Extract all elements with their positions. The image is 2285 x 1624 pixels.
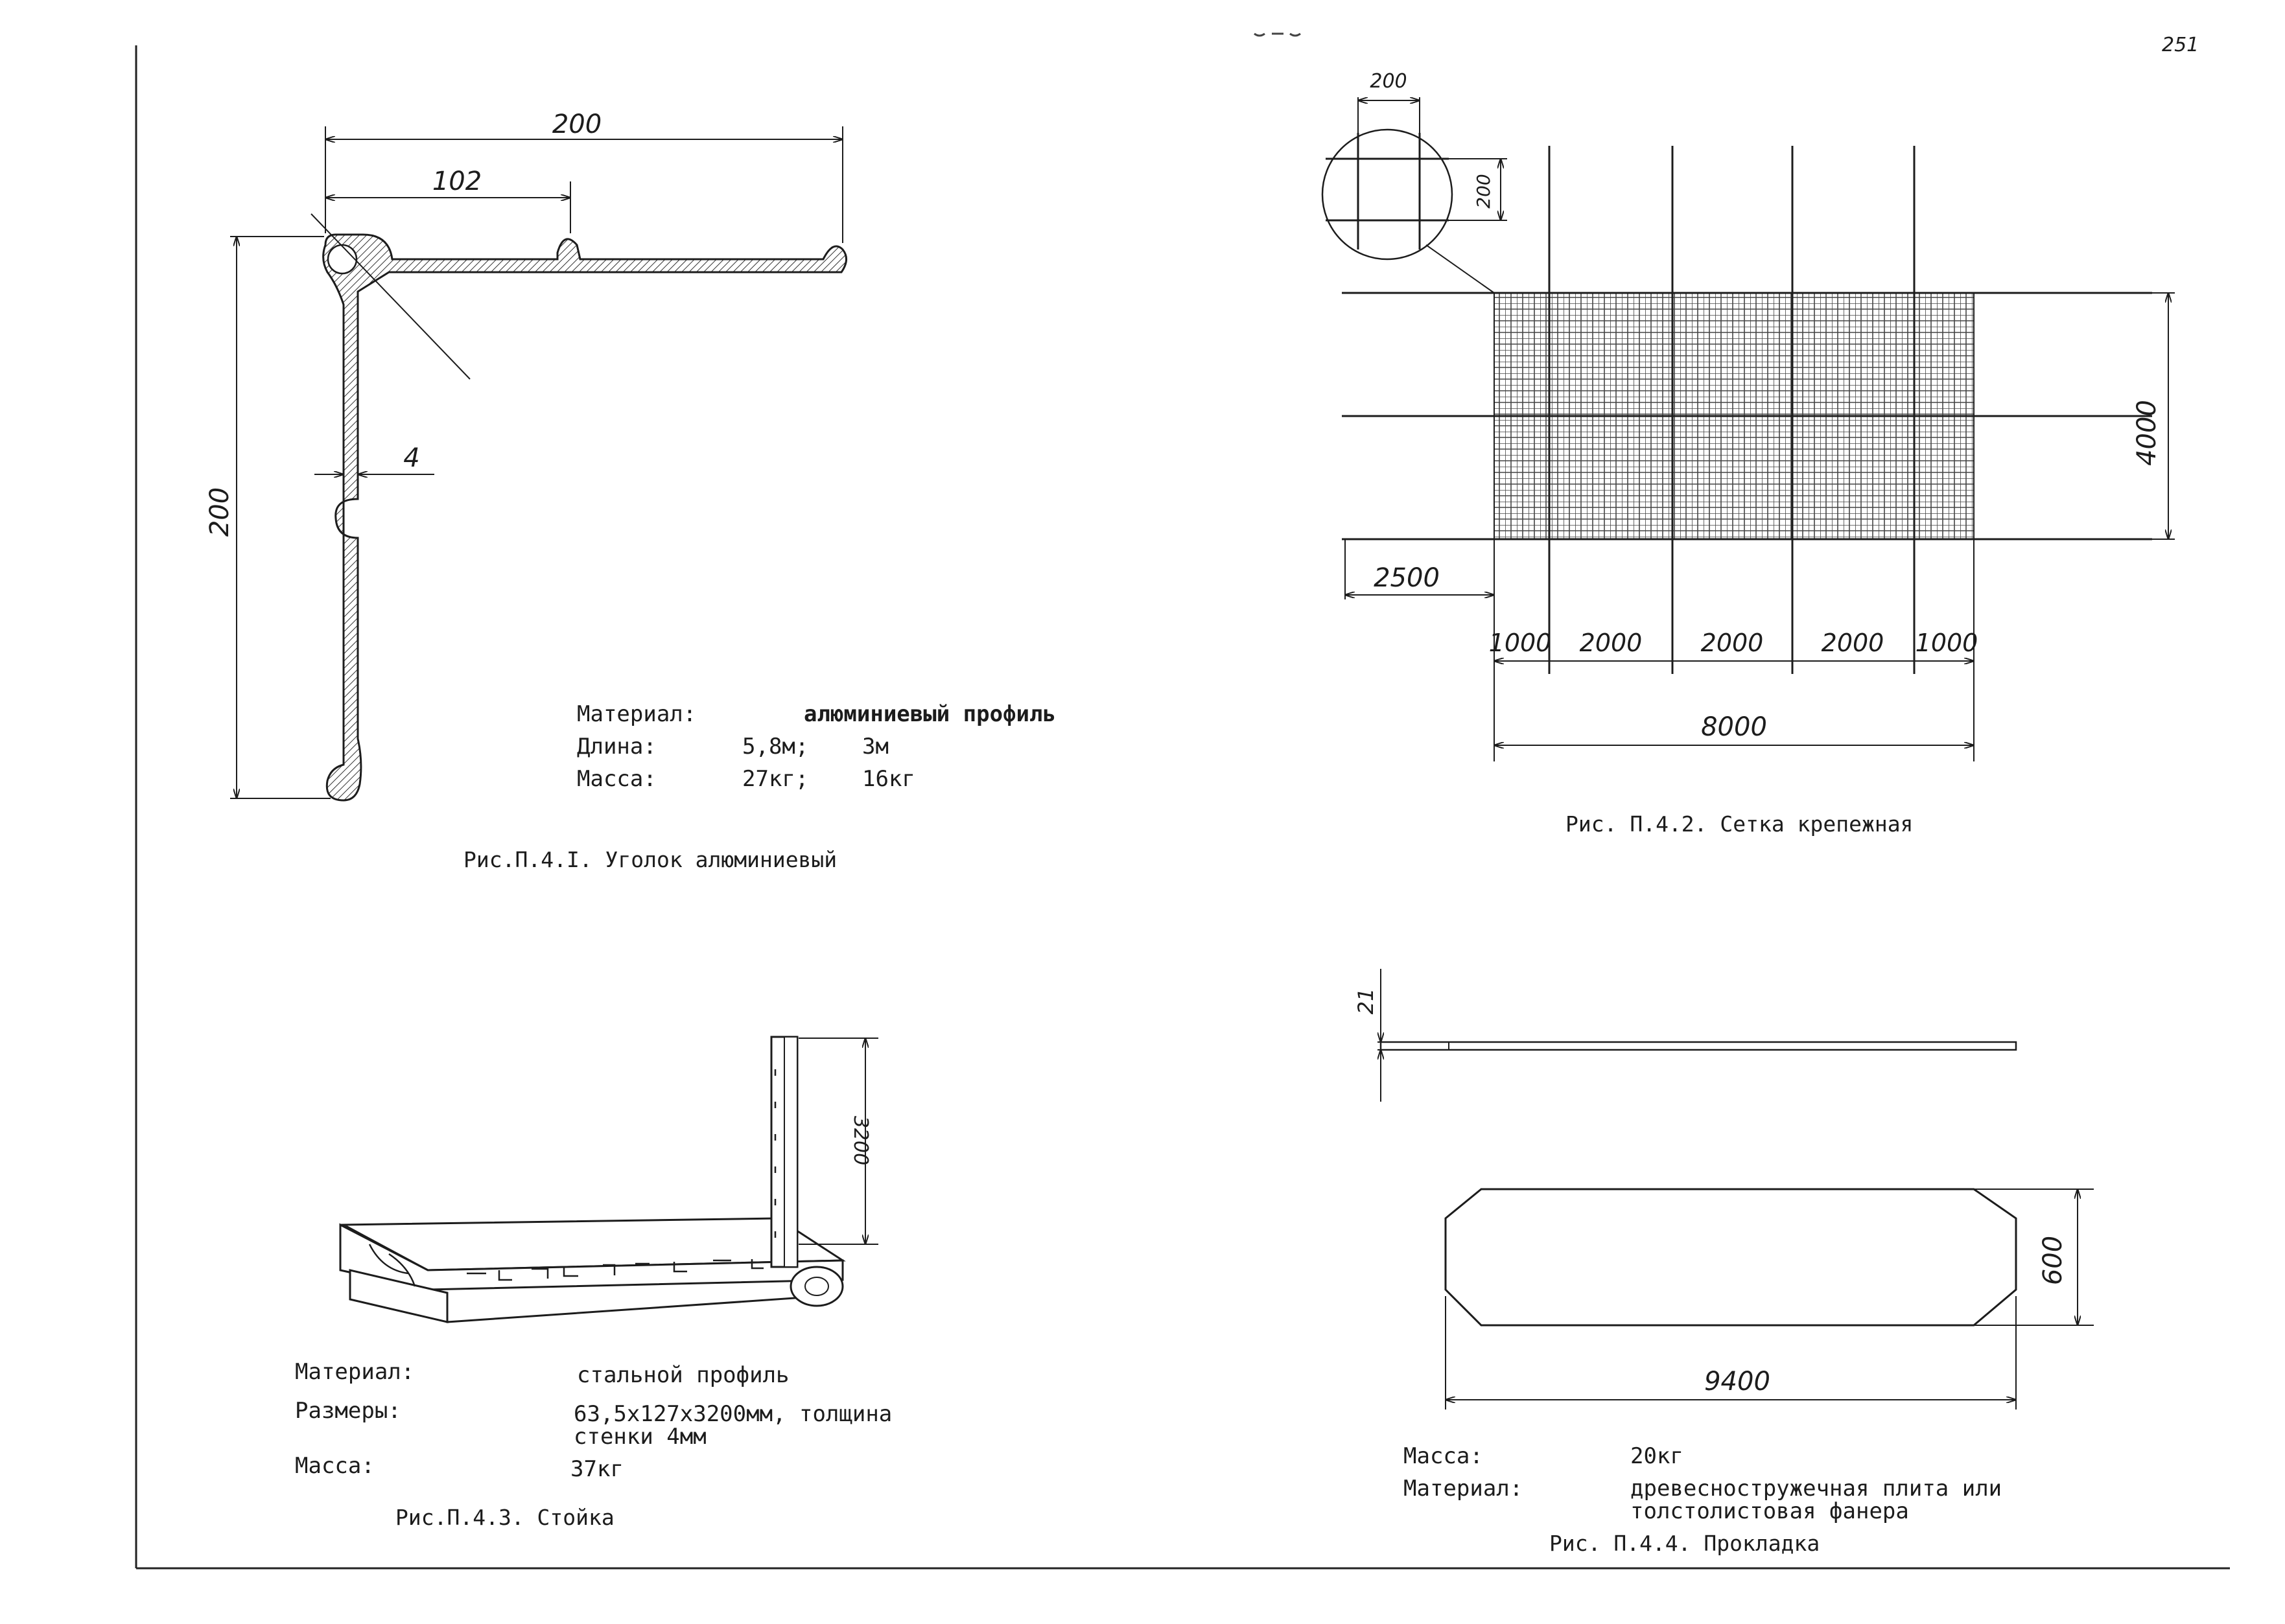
fig2-dim-seg1: 1000 xyxy=(1489,629,1552,657)
fig1-dim-height: 200 xyxy=(205,487,235,537)
fig4-caption: Рис. П.4.4. Прокладка xyxy=(1549,1531,1820,1556)
fig4-dim-length: 9400 xyxy=(1704,1367,1770,1397)
fig1-length-value-1: 5,8м; xyxy=(742,734,809,760)
top-page-mark xyxy=(1254,32,1301,37)
fig1-length-value-2: 3м xyxy=(862,734,889,760)
fig1-mass-value-2: 16кг xyxy=(862,766,915,792)
fig1-mass-value-1: 27кг; xyxy=(742,766,809,792)
fig3-material-label: Материал: xyxy=(295,1359,415,1385)
fig4-spacer: 21 600 9400 xyxy=(1353,969,2094,1409)
spacer-plan-view xyxy=(1444,1188,2017,1327)
fig4-dim-width: 600 xyxy=(2038,1236,2068,1285)
fig3-mass-label: Масса: xyxy=(295,1453,375,1479)
fig4-mass-value: 20кг xyxy=(1630,1443,1683,1469)
fig1-dim-top-width: 200 xyxy=(552,110,602,139)
fig2-dim-seg3: 2000 xyxy=(1701,629,1764,657)
angle-section xyxy=(322,233,847,802)
fig1-angle-profile: 200 102 200 4 xyxy=(205,110,847,802)
fig3-material-value: стальной профиль xyxy=(577,1362,790,1388)
fig4-mass-label: Масса: xyxy=(1403,1443,1483,1469)
fig4-material-label: Материал: xyxy=(1403,1476,1523,1502)
fig3-size-value-2: стенки 4мм xyxy=(574,1424,707,1450)
fig1-mass-label: Масса: xyxy=(577,766,657,792)
fig3-size-label: Размеры: xyxy=(295,1398,401,1424)
fig2-dim-offset: 2500 xyxy=(1374,563,1440,593)
mesh-detail-circle xyxy=(1321,128,1453,261)
fig2-dim-seg4: 2000 xyxy=(1822,629,1884,657)
fig2-caption: Рис. П.4.2. Сетка крепежная xyxy=(1565,811,1914,837)
page-number: 251 xyxy=(2162,34,2199,56)
fig4-material-value-2: толстолистовая фанера xyxy=(1630,1498,1909,1524)
spacer-side-view xyxy=(1379,1041,2017,1051)
fig2-dim-height: 4000 xyxy=(2132,400,2162,466)
fig2-dim-detail-height: 200 xyxy=(1473,174,1494,208)
fig2-dim-detail-width: 200 xyxy=(1370,70,1407,93)
fig1-dim-thickness: 4 xyxy=(403,443,419,473)
fig1-length-label: Длина: xyxy=(577,734,657,760)
fig2-dim-seg5: 1000 xyxy=(1916,629,1978,657)
fig1-caption: Рис.П.4.I. Уголок алюминиевый xyxy=(463,847,838,872)
fig3-caption: Рис.П.4.3. Стойка xyxy=(395,1505,615,1530)
fig1-material-value: алюминиевый профиль xyxy=(804,701,1056,727)
fig2-dim-total: 8000 xyxy=(1701,712,1767,742)
fig3-mass-value: 37кг xyxy=(570,1456,624,1482)
fig3-size-value-1: 63,5х127х3200мм, толщина xyxy=(574,1401,893,1427)
fig1-dim-notch-position: 102 xyxy=(432,167,482,196)
fig4-dim-thickness: 21 xyxy=(1353,988,1378,1015)
fig2-mesh: 200 200 4000 2500 1000 2000 2000 2000 10… xyxy=(1321,70,2175,761)
fig4-material-value-1: древесностружечная плита или xyxy=(1630,1476,2002,1502)
fig3-post-pallet: 3200 xyxy=(339,1036,878,1323)
fig3-dim-height: 3200 xyxy=(849,1116,872,1165)
fig2-dim-seg2: 2000 xyxy=(1580,629,1643,657)
fig1-material-label: Материал: xyxy=(577,701,697,727)
